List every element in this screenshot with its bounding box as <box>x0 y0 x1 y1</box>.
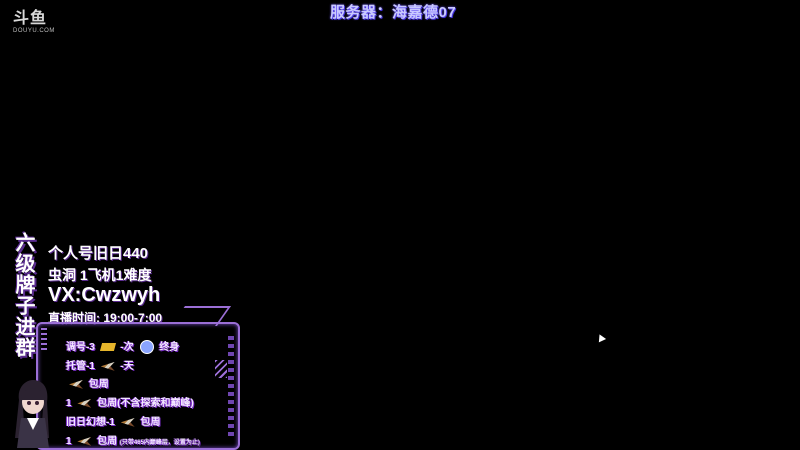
gold-bar-icon <box>99 343 116 352</box>
douyu-logo: 斗鱼 DOUYU.COM <box>13 11 57 39</box>
mouse-cursor-icon <box>595 332 607 343</box>
panel-row-3: 包周 <box>66 375 109 390</box>
row2-value: -天 <box>120 361 134 372</box>
jet-icon <box>77 398 92 408</box>
row6-label: 1 <box>66 436 72 447</box>
avatar <box>15 380 49 448</box>
jet-icon <box>69 379 83 389</box>
panel-row-6: 1 包周 (只带465内巅峰层，设置为止) <box>66 432 200 447</box>
row6-value: 包周 <box>97 436 118 447</box>
row3-value: 包周 <box>88 379 109 390</box>
panel-row-4: 1 包周(不含探索和巅峰) <box>66 394 194 409</box>
row1-value: -次 <box>120 342 134 353</box>
row5-label: 旧日幻想-1 <box>66 417 115 428</box>
row2-label: 托管-1 <box>66 361 95 372</box>
jet-icon <box>77 436 92 446</box>
info-line-4: 直播时间: 19:00-7:00 <box>48 311 163 325</box>
jet-icon <box>100 361 115 371</box>
row4-label: 1 <box>66 398 72 409</box>
panel-side-bar <box>228 336 234 436</box>
row1-extra: 终身 <box>159 342 180 353</box>
logo-sub-text: DOUYU.COM <box>13 28 55 34</box>
jet-icon <box>120 417 135 427</box>
panel-decoration-left <box>41 328 47 350</box>
panel-row-1: 调号-3 -次 终身 <box>66 338 180 355</box>
info-line-2: 虫洞 1飞机1难度 <box>48 267 152 283</box>
row1-label: 调号-3 <box>66 342 95 353</box>
vertical-banner: 六级牌子进群 <box>12 232 34 358</box>
panel-row-5: 旧日幻想-1 包周 <box>66 413 160 428</box>
row6-note: (只带465内巅峰层，设置为止) <box>119 440 200 446</box>
info-line-3: VX:Cwzwyh <box>48 284 161 306</box>
logo-main-text: 斗鱼 <box>13 10 48 27</box>
server-title: 服务器：海嘉德07 <box>330 4 457 21</box>
panel-row-2: 托管-1 -天 <box>66 357 134 372</box>
row4-value: 包周(不含探索和巅峰) <box>97 398 194 409</box>
row5-value: 包周 <box>140 417 161 428</box>
panel-decoration-right <box>215 360 227 378</box>
info-line-1: 个人号旧日440 <box>48 245 149 262</box>
badge-icon <box>139 340 154 355</box>
